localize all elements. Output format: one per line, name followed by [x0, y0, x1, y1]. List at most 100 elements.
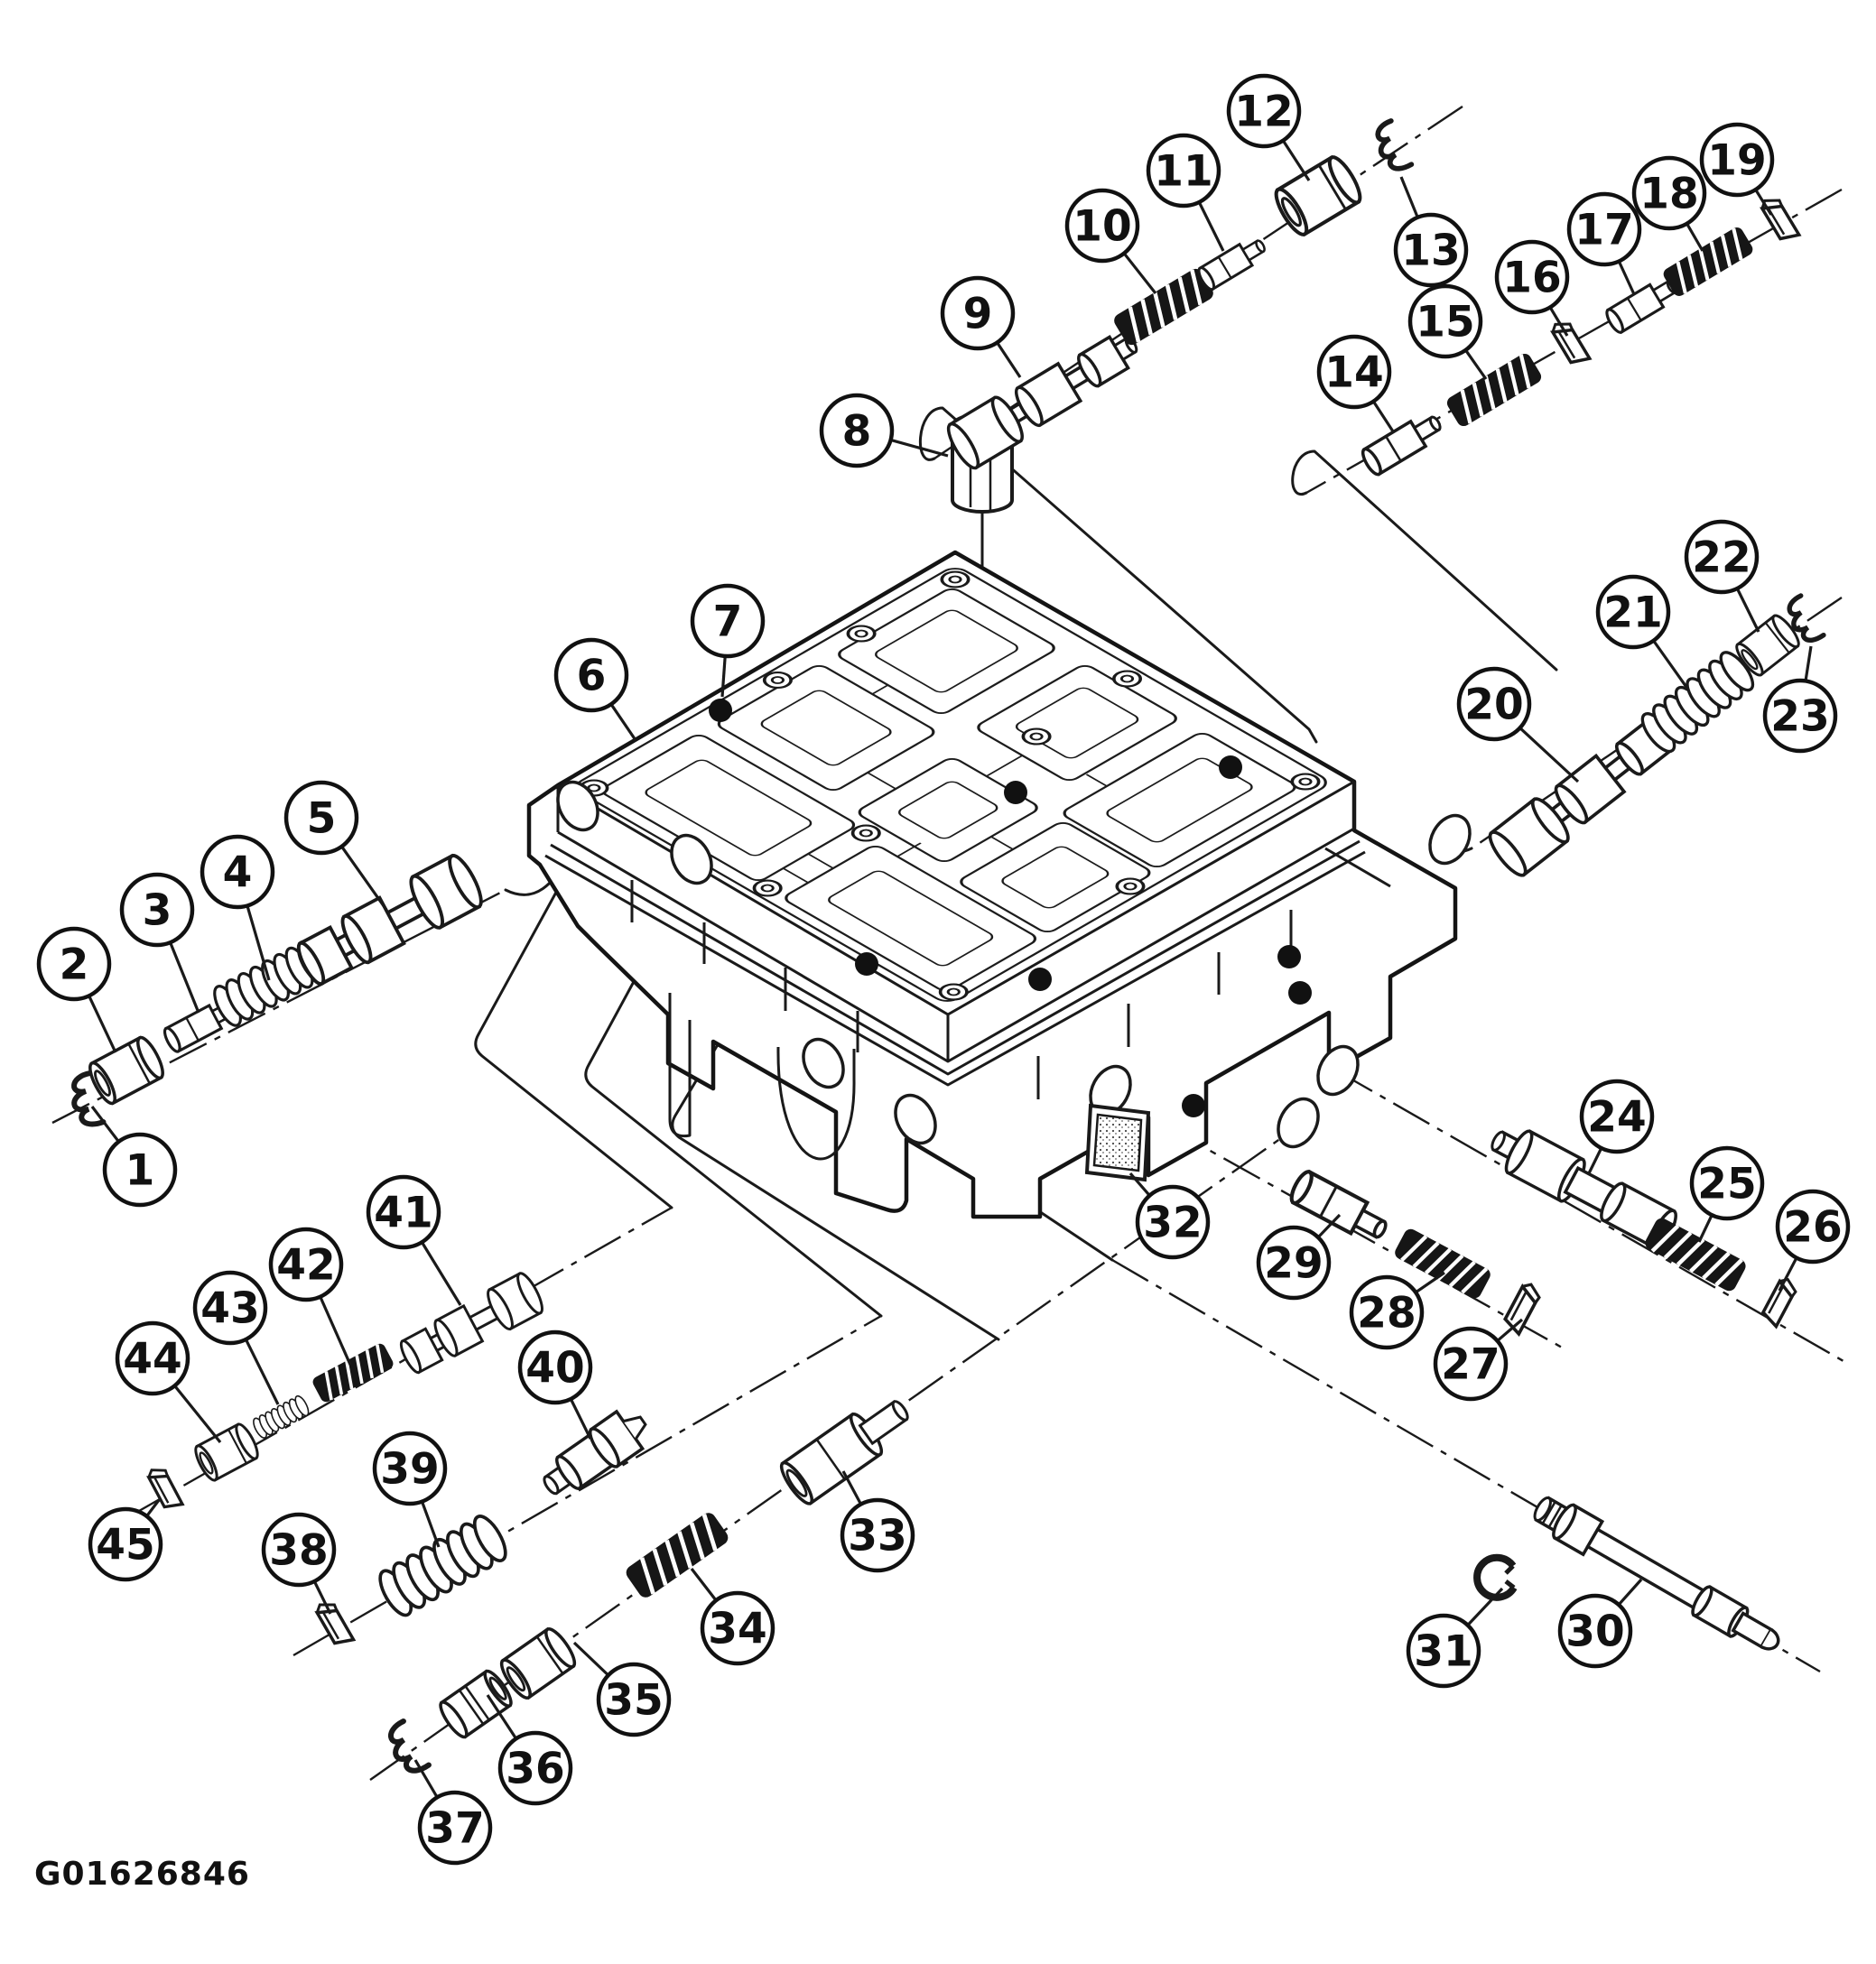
separator-plate-edges — [544, 839, 1391, 1087]
callout-leader — [1754, 190, 1773, 216]
callout-15: 15 — [1407, 283, 1488, 380]
callout-45: 45 — [88, 1499, 163, 1582]
part-35-plugcup — [495, 1623, 581, 1704]
casting-ribs — [630, 880, 1293, 1099]
callout-leader — [1736, 588, 1760, 633]
part-25-springDark — [1644, 1216, 1748, 1292]
callout-number: 40 — [525, 1344, 584, 1394]
callout-circle — [1406, 1613, 1481, 1689]
callout-leader — [173, 1385, 222, 1444]
part-13-clipE — [1370, 121, 1411, 174]
callout-leader — [1618, 1578, 1643, 1606]
callout-number: 41 — [374, 1189, 432, 1238]
callout-number: 21 — [1603, 588, 1662, 638]
part-39-springCoil — [372, 1510, 514, 1622]
part-32-screen32 — [1085, 1104, 1150, 1181]
callout-number: 1 — [125, 1146, 155, 1196]
check-ball — [1219, 755, 1242, 779]
callout-leader — [245, 1339, 280, 1405]
callout-number: 14 — [1324, 348, 1383, 398]
callout-circle — [283, 780, 359, 856]
callout-circle — [1566, 191, 1642, 267]
part-36-piston36 — [434, 1666, 517, 1742]
callout-number: 2 — [60, 940, 89, 990]
callout-circle — [690, 583, 766, 659]
check-balls — [709, 699, 1312, 1117]
callout-leader — [169, 942, 200, 1014]
callout-8: 8 — [819, 393, 949, 468]
callout-number: 24 — [1587, 1093, 1646, 1143]
callout-leader — [1123, 253, 1157, 294]
part-33-sleeve33 — [775, 1386, 920, 1509]
callout-leader — [570, 1399, 592, 1440]
callout-39: 39 — [372, 1431, 448, 1548]
callout-leader — [1587, 1148, 1602, 1174]
part-26-retainerKey — [1758, 1274, 1801, 1329]
callout-leader — [690, 1568, 717, 1601]
route-train-14 — [1291, 449, 1558, 672]
callout-circle — [517, 1329, 593, 1405]
part-21-springCoil — [1635, 645, 1760, 758]
callout-33: 33 — [840, 1470, 915, 1573]
callout-circle — [1631, 155, 1707, 231]
callout-circle — [497, 1730, 573, 1806]
callout-number: 27 — [1441, 1340, 1500, 1390]
callout-leader — [1652, 640, 1690, 690]
valve-bore — [1277, 1097, 1320, 1149]
callout-9: 9 — [940, 275, 1022, 378]
callout-40: 40 — [517, 1329, 593, 1440]
callout-number: 44 — [123, 1335, 181, 1385]
bolt-hole-inner — [946, 987, 961, 996]
callout-circle — [1256, 1225, 1332, 1301]
callout-20: 20 — [1456, 666, 1580, 783]
callout-leader — [1519, 727, 1580, 783]
callout-number: 30 — [1565, 1607, 1624, 1657]
callout-leader — [145, 1499, 161, 1517]
callout-leader — [421, 1501, 441, 1548]
part-37-clipE — [383, 1721, 429, 1777]
callout-circle — [1684, 519, 1760, 595]
bolt-hole-inner — [859, 829, 873, 838]
callout-27: 27 — [1433, 1318, 1524, 1402]
callout-number: 25 — [1697, 1160, 1756, 1209]
valve-bore — [1316, 1044, 1360, 1097]
callout-5: 5 — [283, 780, 388, 911]
callout-number: 17 — [1574, 206, 1633, 255]
callout-circle — [1135, 1184, 1211, 1260]
callout-number: 7 — [713, 598, 743, 647]
callout-leader — [340, 846, 388, 911]
callout-number: 10 — [1073, 202, 1131, 252]
route-chevron-33 — [671, 921, 1000, 1341]
callout-circle — [1226, 73, 1302, 149]
part-45-retainerKey — [144, 1462, 185, 1515]
part-38-retainerKey — [312, 1597, 357, 1651]
callout-leader — [1697, 1215, 1713, 1243]
callout-leader — [1778, 1257, 1797, 1292]
callout-30: 30 — [1557, 1578, 1643, 1669]
bolt-hole-inner — [770, 676, 785, 684]
callout-leader — [1317, 1213, 1342, 1238]
callout-19: 19 — [1699, 122, 1775, 216]
callout-37: 37 — [413, 1759, 493, 1866]
callout-number: 33 — [848, 1512, 906, 1561]
callout-leader — [319, 1296, 352, 1366]
callout-4: 4 — [200, 834, 275, 981]
check-ball — [1182, 1094, 1205, 1117]
callout-28: 28 — [1349, 1271, 1445, 1350]
callout-number: 4 — [223, 848, 253, 898]
callout-36: 36 — [486, 1694, 573, 1806]
part-14-smallvalve — [1358, 407, 1448, 479]
callout-34: 34 — [690, 1568, 775, 1666]
axis-train-40 — [293, 1314, 882, 1657]
callout-circle — [1689, 1145, 1765, 1221]
part-15-springDark — [1445, 352, 1543, 429]
callout-circle — [1349, 1274, 1425, 1350]
callout-number: 43 — [200, 1284, 259, 1334]
valve-bore — [670, 833, 713, 885]
callout-41: 41 — [366, 1174, 462, 1306]
callout-42: 42 — [268, 1227, 352, 1366]
valve-bore — [802, 1037, 845, 1089]
callout-24: 24 — [1579, 1079, 1655, 1174]
callout-leader — [1497, 1318, 1524, 1342]
callout-circle — [36, 926, 112, 1002]
